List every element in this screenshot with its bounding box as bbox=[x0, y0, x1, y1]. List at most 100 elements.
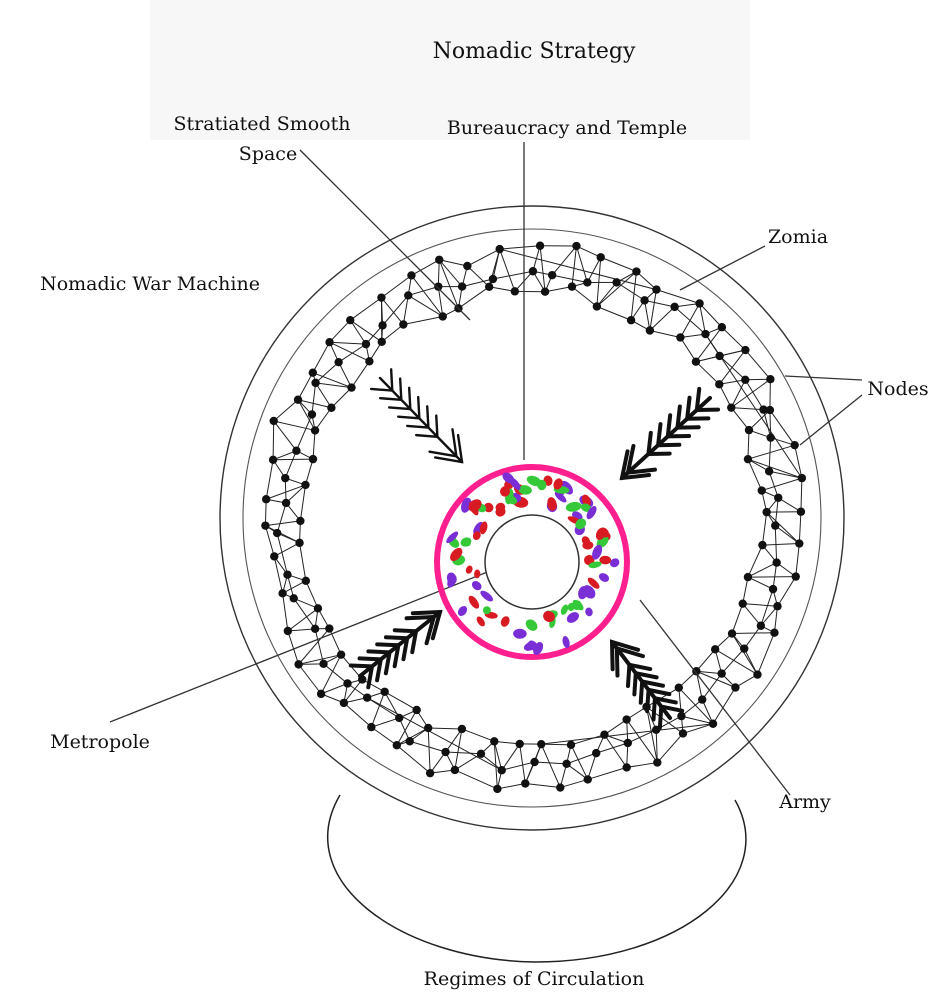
network-edge bbox=[769, 471, 778, 497]
network-node bbox=[715, 352, 723, 360]
network-node bbox=[739, 599, 747, 607]
network-node bbox=[325, 338, 333, 346]
network-edge bbox=[572, 287, 597, 307]
army-unit-blob bbox=[513, 628, 527, 638]
network-node bbox=[434, 282, 442, 290]
network-edge bbox=[273, 421, 274, 460]
network-edge bbox=[748, 545, 763, 577]
network-node bbox=[646, 326, 654, 334]
network-edge bbox=[552, 246, 576, 275]
network-edge bbox=[597, 257, 601, 306]
network-node bbox=[451, 766, 459, 774]
network-node bbox=[632, 267, 640, 275]
network-edge bbox=[455, 754, 481, 770]
network-node bbox=[597, 253, 605, 261]
nodes-leader-line-1 bbox=[785, 376, 862, 380]
network-node bbox=[327, 404, 335, 412]
network-node bbox=[302, 577, 310, 585]
label-army: Army bbox=[778, 791, 831, 813]
network-edge bbox=[493, 249, 500, 279]
network-node bbox=[652, 285, 660, 293]
arrow-feather bbox=[377, 644, 398, 645]
network-node bbox=[290, 594, 298, 602]
network-node bbox=[741, 346, 749, 354]
army-unit-blob bbox=[456, 604, 469, 618]
network-node bbox=[378, 321, 386, 329]
network-edge bbox=[371, 692, 384, 727]
network-node bbox=[572, 242, 580, 250]
arrow-feather bbox=[400, 379, 401, 400]
network-edge bbox=[283, 593, 288, 631]
network-node bbox=[568, 282, 576, 290]
network-node bbox=[717, 669, 725, 677]
network-edge bbox=[324, 664, 348, 684]
network-node bbox=[311, 379, 319, 387]
network-node bbox=[362, 340, 370, 348]
arrow-feather bbox=[427, 406, 428, 427]
network-node bbox=[741, 376, 749, 384]
network-node bbox=[797, 508, 805, 516]
network-node bbox=[698, 695, 706, 703]
network-node bbox=[393, 741, 401, 749]
arrow-feather bbox=[386, 637, 407, 638]
network-edge bbox=[552, 275, 587, 282]
network-node bbox=[458, 282, 466, 290]
network-node bbox=[622, 715, 630, 723]
metropole-ring bbox=[437, 467, 627, 657]
network-node bbox=[772, 558, 780, 566]
network-edge bbox=[403, 316, 442, 324]
label-regimes-of-circulation: Regimes of Circulation bbox=[424, 968, 645, 990]
network-node bbox=[530, 758, 538, 766]
network-node bbox=[556, 783, 564, 791]
network-node bbox=[317, 690, 325, 698]
network-node bbox=[627, 316, 635, 324]
network-edge bbox=[597, 272, 637, 307]
network-edge bbox=[650, 331, 681, 338]
network-node bbox=[477, 750, 485, 758]
network-node bbox=[309, 455, 317, 463]
war-machine-arrow bbox=[371, 369, 462, 462]
network-edge bbox=[745, 380, 763, 410]
arrow-feather bbox=[380, 398, 401, 400]
network-node bbox=[412, 706, 420, 714]
network-edge bbox=[650, 290, 657, 331]
network-edge bbox=[722, 649, 745, 674]
network-node bbox=[765, 467, 773, 475]
network-edge bbox=[731, 408, 749, 430]
network-node bbox=[790, 441, 798, 449]
network-node bbox=[567, 741, 575, 749]
network-node bbox=[490, 737, 498, 745]
network-node bbox=[640, 296, 648, 304]
arrow-feather bbox=[351, 665, 372, 666]
network-edge bbox=[775, 526, 799, 544]
network-node bbox=[495, 245, 503, 253]
network-node bbox=[340, 699, 348, 707]
label-zomia: Zomia bbox=[768, 226, 828, 248]
network-node bbox=[493, 785, 501, 793]
network-node bbox=[709, 720, 717, 728]
network-node bbox=[766, 406, 774, 414]
network-edge bbox=[743, 604, 778, 607]
network-node bbox=[740, 644, 748, 652]
network-edge bbox=[381, 298, 403, 325]
arrow-feather bbox=[697, 389, 699, 410]
network-node bbox=[458, 725, 466, 733]
network-edge bbox=[299, 664, 321, 693]
network-node bbox=[612, 278, 620, 286]
network-node bbox=[744, 455, 752, 463]
arrow-feather bbox=[660, 707, 661, 728]
war-machine-arrow bbox=[612, 642, 682, 728]
network-edge bbox=[371, 718, 399, 727]
arrow-feather bbox=[687, 398, 689, 419]
network-edge bbox=[681, 716, 713, 724]
network-edge bbox=[657, 733, 683, 762]
network-edge bbox=[732, 604, 743, 634]
network-node bbox=[282, 499, 290, 507]
network-edge bbox=[313, 430, 315, 459]
network-edge bbox=[757, 633, 774, 675]
army-unit-blob bbox=[499, 615, 511, 628]
network-node bbox=[762, 508, 770, 516]
label-stratiated-smooth-space-line2: Space bbox=[239, 143, 297, 165]
